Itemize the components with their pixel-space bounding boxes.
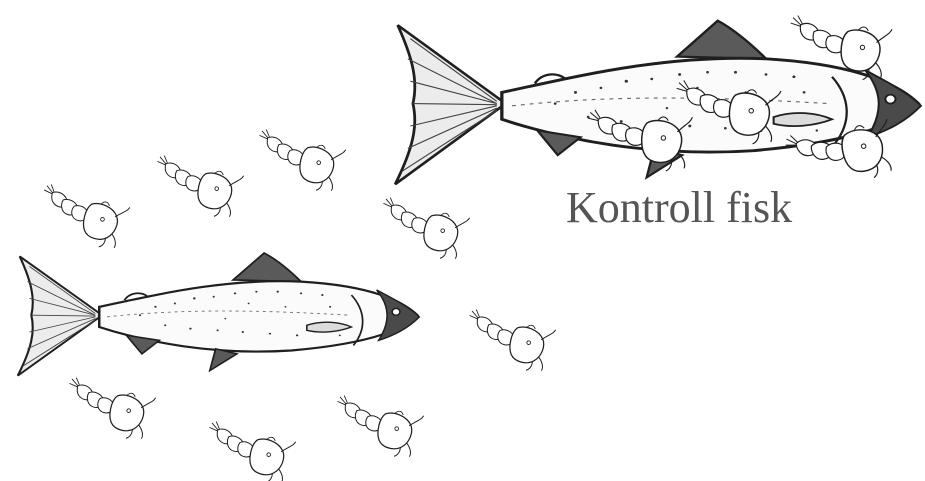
- free-louse-icon: [199, 418, 295, 481]
- free-louse-icon: [59, 374, 155, 443]
- free-louse-icon: [373, 194, 469, 263]
- control-fish-label: Kontroll fisk: [566, 186, 792, 230]
- free-louse-icon: [249, 126, 345, 195]
- small-salmon-icon: [18, 253, 420, 376]
- free-louse-icon: [33, 181, 130, 253]
- free-louse-icon: [147, 152, 243, 221]
- free-louse-icon: [459, 306, 555, 375]
- free-louse-icon: [327, 392, 423, 461]
